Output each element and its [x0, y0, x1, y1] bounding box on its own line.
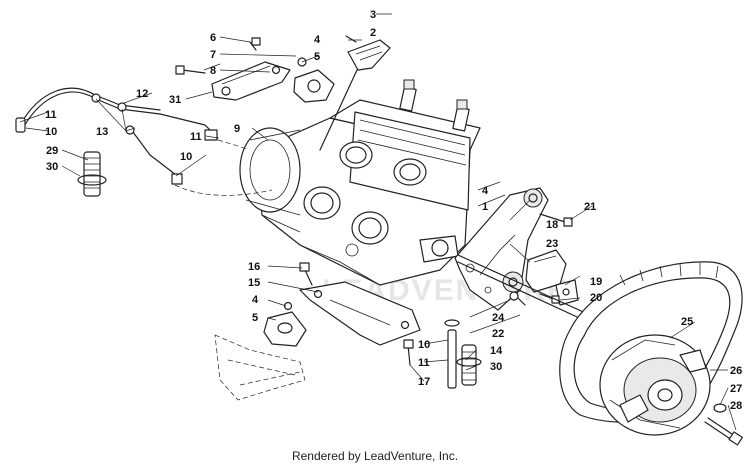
callout-27: 27 [730, 383, 742, 395]
callout-6: 6 [210, 32, 216, 44]
callout-10: 10 [45, 126, 57, 138]
rubber-mount-lower-5[interactable] [263, 301, 307, 347]
callout-8: 8 [210, 65, 216, 77]
drive-clutch-assembly[interactable] [599, 334, 711, 436]
callout-17: 17 [418, 376, 430, 388]
routing-dashed-line [217, 139, 249, 151]
callout-24: 24 [492, 312, 505, 324]
callout-4: 4 [482, 185, 489, 197]
callout-9: 9 [234, 123, 240, 135]
callout-15: 15 [248, 277, 260, 289]
callout-12: 12 [136, 88, 148, 100]
callout-29: 29 [46, 145, 58, 157]
callout-7: 7 [210, 49, 216, 61]
callout-20: 20 [590, 292, 602, 304]
callout-13: 13 [96, 126, 108, 138]
callout-4: 4 [314, 34, 321, 46]
lower-engine-bracket[interactable] [299, 281, 421, 346]
callout-4: 4 [252, 294, 259, 306]
callout-30: 30 [46, 161, 58, 173]
callout-11: 11 [190, 131, 202, 143]
mount-bolt-21[interactable] [539, 213, 573, 227]
callout-31: 31 [169, 94, 181, 106]
callout-25: 25 [681, 316, 693, 328]
callout-16: 16 [248, 261, 260, 273]
bolt-24[interactable] [509, 291, 526, 306]
spacer-10-11[interactable] [444, 319, 460, 389]
shaft-drive[interactable] [457, 254, 591, 323]
callout-23: 23 [546, 238, 558, 250]
chassis-section-dashed [214, 334, 306, 401]
rear-engine-mount-plate[interactable] [454, 187, 549, 311]
bolt-17[interactable] [403, 339, 414, 366]
leader-lines [19, 13, 737, 431]
washer-27[interactable] [713, 403, 727, 413]
callout-21: 21 [584, 201, 596, 213]
routing-dashed-line [174, 184, 273, 196]
callout-5: 5 [252, 312, 258, 324]
callout-10: 10 [418, 339, 430, 351]
callout-28: 28 [730, 400, 742, 412]
callout-2: 2 [370, 27, 376, 39]
callout-19: 19 [590, 276, 602, 288]
callout-26: 26 [730, 365, 742, 377]
callout-10: 10 [180, 151, 192, 163]
spring-14-30[interactable] [456, 344, 482, 386]
footer-credit: Rendered by LeadVenture, Inc. [291, 449, 459, 463]
top-bolt-6[interactable] [249, 37, 261, 51]
callout-14: 14 [490, 345, 503, 357]
pulse-line-lower[interactable] [125, 113, 219, 185]
mount-bolt-31[interactable] [175, 65, 206, 75]
callout-1: 1 [482, 201, 488, 213]
callout-22: 22 [492, 328, 504, 340]
fuel-line-upper[interactable] [15, 87, 161, 133]
rubber-mount-5[interactable] [293, 57, 335, 103]
front-engine-mount-bracket[interactable] [211, 61, 291, 101]
callout-11: 11 [418, 357, 430, 369]
callout-11: 11 [45, 109, 57, 121]
engine-assembly[interactable] [239, 79, 481, 286]
spring-clamp-29-30[interactable] [77, 151, 107, 197]
callout-18: 18 [546, 219, 558, 231]
recoil-starter-handle[interactable] [319, 35, 391, 151]
bolt-16[interactable] [299, 262, 313, 286]
clutch-bolt-28[interactable] [704, 417, 743, 446]
callout-5: 5 [314, 51, 320, 63]
callout-30: 30 [490, 361, 502, 373]
callout-labels: 3 2 6 4 7 5 8 31 12 11 10 13 9 11 10 29 … [45, 9, 742, 412]
callout-3: 3 [370, 9, 376, 21]
